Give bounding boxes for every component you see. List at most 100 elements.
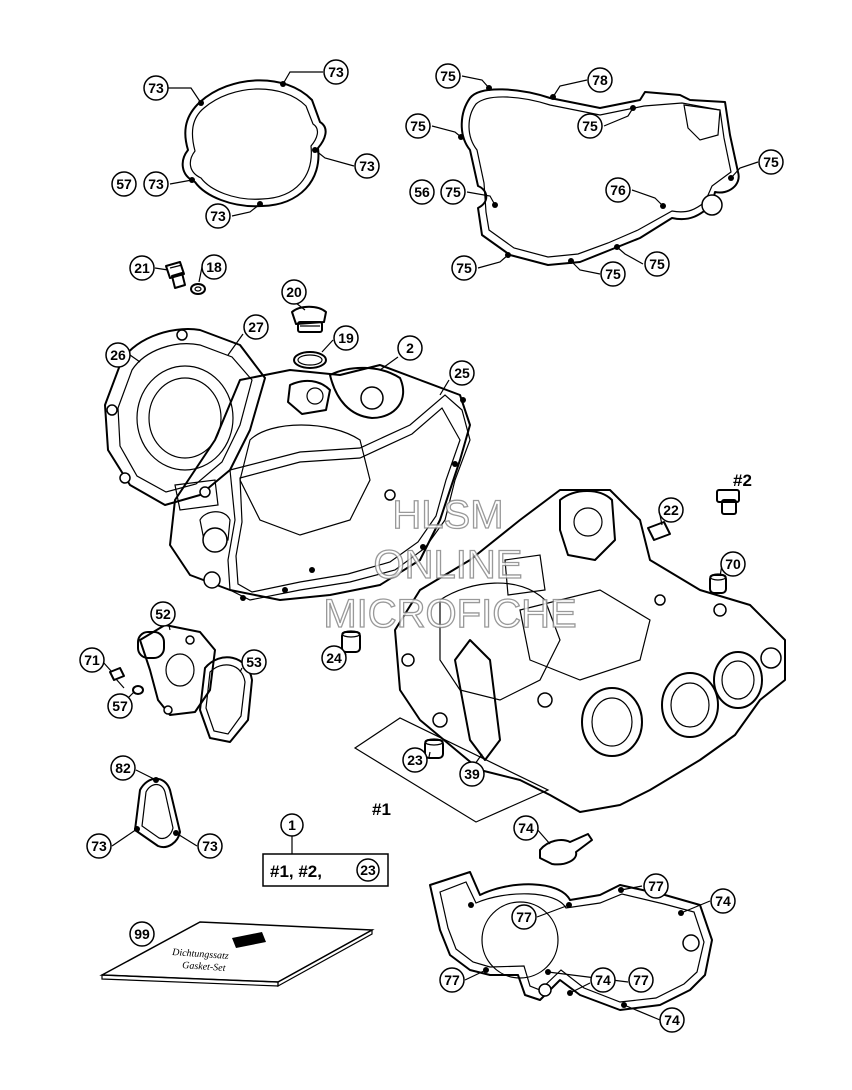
callout-82: 82 (110, 755, 136, 781)
svg-text:70: 70 (725, 556, 741, 572)
callout-73-f: 73 (86, 833, 112, 859)
ignition-cover-gasket (181, 79, 327, 208)
clutch-cover-gasket (458, 85, 740, 266)
callout-73-e: 73 (205, 203, 231, 229)
callout-75-e: 75 (440, 179, 466, 205)
callout-77-a: 77 (643, 873, 669, 899)
svg-text:20: 20 (286, 284, 302, 300)
svg-text:56: 56 (414, 184, 430, 200)
callout-39: 39 (459, 761, 485, 787)
callout-73-b: 73 (323, 59, 349, 85)
callout-78: 78 (587, 67, 613, 93)
svg-text:57: 57 (116, 176, 132, 192)
drain-plug-bolt (165, 261, 186, 289)
callout-76: 76 (605, 177, 631, 203)
svg-text:53: 53 (246, 654, 262, 670)
svg-text:27: 27 (248, 319, 264, 335)
callout-73-d: 73 (143, 171, 169, 197)
dowel-pin-22 (647, 521, 671, 541)
water-pump-cover (137, 624, 216, 716)
svg-text:22: 22 (663, 502, 679, 518)
crankcase-gasket (227, 394, 471, 601)
callout-75-b: 75 (577, 113, 603, 139)
callout-26: 26 (105, 342, 131, 368)
callout-19: 19 (333, 325, 359, 351)
callout-73-g: 73 (197, 833, 223, 859)
crankcase-bottom-gasket (429, 871, 713, 1011)
dowel-sleeve-23 (424, 738, 444, 759)
group-label-2: #2 (733, 471, 752, 490)
watermark-line-3: MICROFICHE (323, 592, 576, 636)
callout-24: 24 (321, 645, 347, 671)
svg-text:18: 18 (206, 259, 222, 275)
kit-reference-circled-number: 23 (360, 862, 376, 878)
callout-74-a: 74 (513, 815, 539, 841)
callout-22: 22 (658, 497, 684, 523)
callout-18: 18 (201, 254, 227, 280)
callout-70: 70 (720, 551, 746, 577)
callout-52: 52 (150, 601, 176, 627)
svg-text:77: 77 (444, 972, 460, 988)
screw-plug (716, 489, 740, 515)
callout-77-b: 77 (511, 904, 537, 930)
svg-text:75: 75 (605, 266, 621, 282)
svg-text:2: 2 (406, 340, 414, 356)
oil-filler-plug (291, 305, 327, 333)
callout-71: 71 (79, 647, 105, 673)
callout-75-f: 75 (451, 255, 477, 281)
callout-20: 20 (281, 279, 307, 305)
svg-text:1: 1 (288, 817, 296, 833)
callout-77-d: 77 (628, 967, 654, 993)
screw-71 (109, 667, 125, 689)
svg-text:71: 71 (84, 652, 100, 668)
dowel-sleeve-70 (709, 573, 727, 594)
svg-text:73: 73 (91, 838, 107, 854)
callouts: 73 73 73 57 73 73 75 78 75 75 75 56 75 7… (79, 59, 784, 1033)
washer-57 (132, 685, 144, 695)
callout-25: 25 (449, 360, 475, 386)
svg-text:76: 76 (610, 182, 626, 198)
svg-text:74: 74 (715, 893, 731, 909)
svg-text:74: 74 (518, 820, 534, 836)
callout-75-g: 75 (600, 261, 626, 287)
svg-text:73: 73 (328, 64, 344, 80)
crankcase-right-half (394, 489, 786, 813)
svg-text:77: 77 (516, 909, 532, 925)
svg-text:77: 77 (648, 878, 664, 894)
svg-text:39: 39 (464, 766, 480, 782)
svg-text:75: 75 (456, 260, 472, 276)
kit-label-german: Dichtungssatz (171, 947, 229, 962)
o-ring (293, 351, 327, 369)
callout-75-h: 75 (644, 251, 670, 277)
gasket-set-package: Dichtungssatz Gasket-Set (99, 921, 375, 988)
callout-74-b: 74 (710, 888, 736, 914)
kit-label-english: Gasket-Set (182, 960, 226, 974)
watermark-line-1: HLSM (392, 493, 503, 537)
callout-75-d: 75 (758, 149, 784, 175)
kit-reference-label: #1, #2, (270, 862, 322, 881)
svg-text:75: 75 (582, 118, 598, 134)
svg-text:73: 73 (148, 80, 164, 96)
svg-text:23: 23 (407, 752, 423, 768)
svg-text:75: 75 (445, 184, 461, 200)
leader-lines (102, 71, 759, 1021)
callout-74-c: 74 (590, 967, 616, 993)
watermark: HLSM ONLINE MICROFICHE (323, 492, 578, 636)
svg-text:73: 73 (202, 838, 218, 854)
svg-text:73: 73 (210, 208, 226, 224)
dowel-sleeve-24 (341, 630, 361, 653)
callout-73-c: 73 (354, 153, 380, 179)
crankcase-left-half (169, 364, 471, 601)
callout-2: 2 (397, 335, 423, 361)
svg-text:75: 75 (763, 154, 779, 170)
svg-text:73: 73 (359, 158, 375, 174)
clutch-cover (104, 328, 266, 506)
svg-text:24: 24 (326, 650, 342, 666)
svg-text:75: 75 (649, 256, 665, 272)
svg-text:52: 52 (155, 606, 171, 622)
watermark-line-2: ONLINE (374, 543, 523, 587)
svg-text:82: 82 (115, 760, 131, 776)
svg-text:77: 77 (633, 972, 649, 988)
callout-23: 23 (402, 747, 428, 773)
callout-75-a: 75 (435, 63, 461, 89)
